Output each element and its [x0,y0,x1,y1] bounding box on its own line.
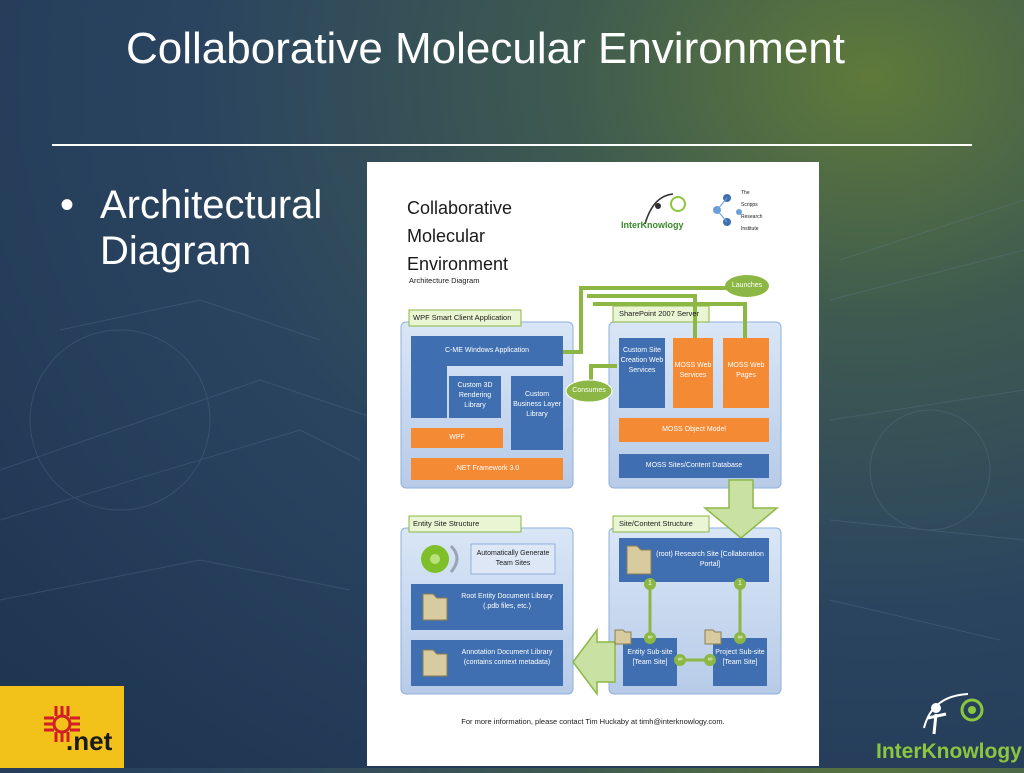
interknowlogy-logo-text: InterKnowlogy [621,220,684,230]
nm-net-logo: .net [0,686,124,768]
moss-object-model-box [619,418,769,442]
entity-subsite-label: Entity Sub-site [Team Site] [627,649,673,666]
slide-title: Collaborative Molecular Environment [126,24,845,73]
custom-3d-box [449,376,501,418]
left-arrow [572,627,616,697]
custom-business-label: Custom Business Layer Library [513,391,561,418]
badge-infinity-mid-left: ∞ [677,656,683,663]
launches-label: Launches [731,282,763,289]
custom-site-label: Custom Site Creation Web Services [620,347,664,374]
moss-web-services-label: MOSS Web Services [674,362,712,379]
net-framework-label: .NET Framework 3.0 [454,465,520,472]
wpf-box [411,428,503,448]
entity-subsite-box [623,638,677,686]
moss-web-pages-label: MOSS Web Pages [727,362,765,379]
down-arrow [702,479,780,539]
scripps-line-1: The [741,190,750,196]
moss-database-label: MOSS Sites/Content Database [645,462,743,469]
consumes-bubble [565,379,613,403]
badge-infinity-mid-right: ∞ [707,656,713,663]
net-framework-box [411,458,563,480]
doc-title: Collaborative Molecular Environment [407,198,513,274]
doc-footer: For more information, please contact Tim… [461,717,725,726]
scripps-line-2: Scripps [741,202,758,208]
moss-web-services-box [673,338,713,408]
title-divider [52,144,972,146]
auto-generate-label: Automatically Generate Team Sites [476,550,550,567]
architecture-document: Collaborative Molecular Environment Arch… [367,162,819,766]
interknowlogy-logo-icon [644,193,686,225]
gear-icon [421,544,459,573]
badge-infinity-right: ∞ [737,634,743,641]
interknowlogy-brand: InterKnowlogy [872,690,1024,768]
brand-text: InterKnowlogy [876,740,1022,763]
custom-3d-label: Custom 3D Rendering Library [457,382,493,409]
site-panel-header: Site/Content Structure [619,519,693,528]
consumes-label: Consumes [572,387,606,394]
cme-app-label: C-ME Windows Application [444,347,530,354]
wpf-label: WPF [449,434,465,441]
launches-bubble [725,275,769,297]
project-subsite-box [713,638,767,686]
architecture-diagram [400,193,782,697]
bullet-text: Architectural Diagram [100,183,323,273]
moss-object-model-label: MOSS Object Model [662,426,726,433]
badge-one-right: 1 [738,580,742,587]
scripps-line-4: Institute [741,226,759,232]
badge-one-left: 1 [648,580,652,587]
moss-web-pages-box [723,338,769,408]
scripps-line-3: Research [741,214,763,220]
interknowlogy-logo-icon [923,693,984,735]
annotation-label: Annotation Document Library (contains co… [461,649,553,666]
auto-generate-box [470,543,556,575]
sharepoint-panel-header: SharePoint 2007 Server [619,309,700,318]
root-entity-label: Root Entity Document Library (.pdb files… [461,593,553,610]
moss-database-box [619,454,769,478]
net-logo-text: .net [66,726,113,756]
scripps-logo-icon [713,194,742,226]
custom-site-box [619,338,665,408]
custom-business-box [511,376,563,450]
cme-app-box [411,336,563,418]
zia-sun-icon [44,706,80,742]
bullet-glyph: • [60,183,75,227]
wpf-panel-header: WPF Smart Client Application [413,313,512,322]
project-subsite-label: Project Sub-site [Team Site] [715,649,765,666]
badge-infinity-left: ∞ [647,634,653,641]
folder-icon [422,593,448,677]
doc-subtitle: Architecture Diagram [409,276,480,285]
root-site-label: (root) Research Site [Collaboration Port… [656,551,764,568]
entity-panel-header: Entity Site Structure [413,519,480,528]
